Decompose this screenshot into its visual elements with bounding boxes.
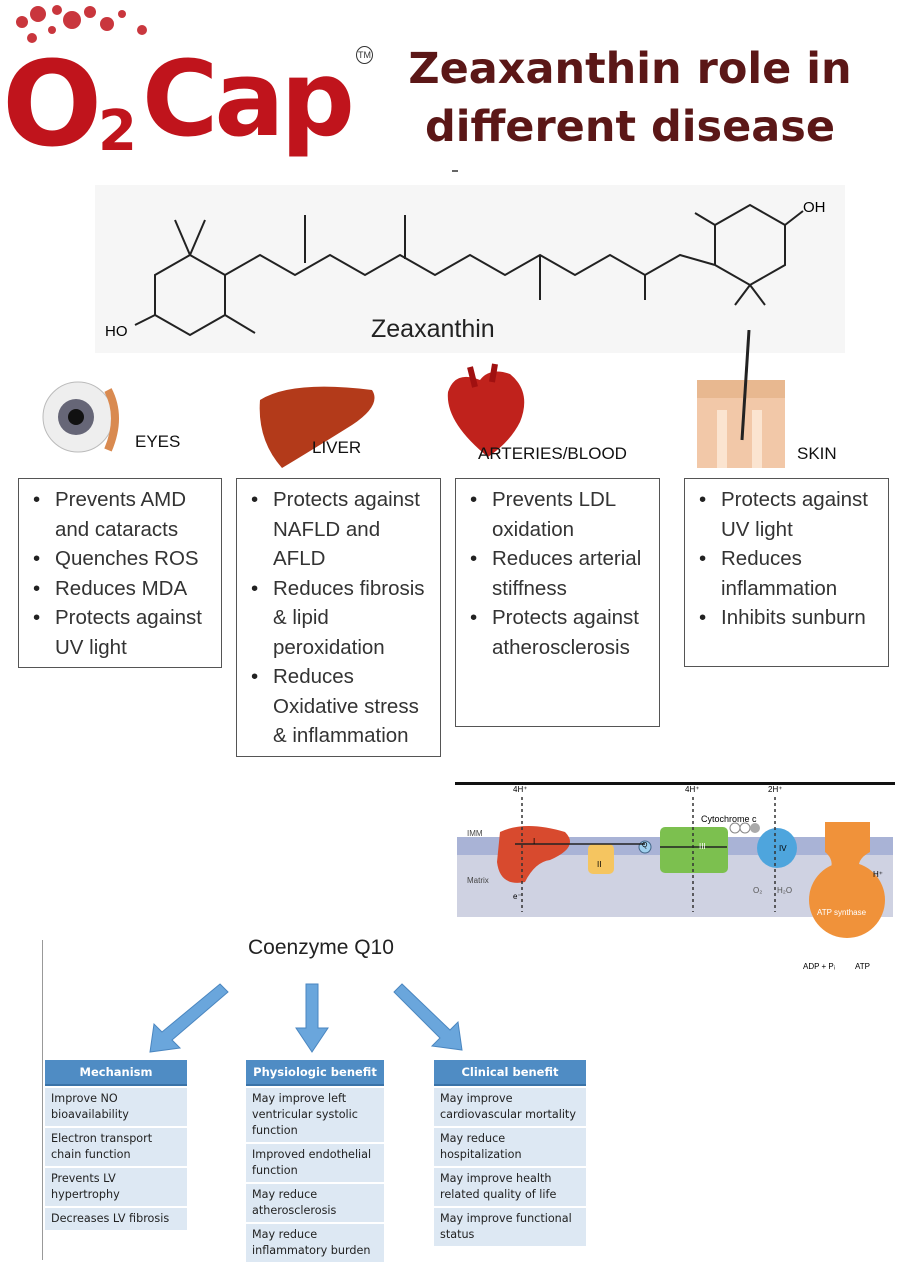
coenzyme-q-label: Q <box>642 842 648 849</box>
ho-group-label: HO <box>105 323 128 340</box>
o2-label: O₂ <box>753 886 763 895</box>
proton-label: 4H⁺ <box>513 785 528 794</box>
arrows-group <box>140 980 480 1060</box>
table-row: May improve left ventricular systolic fu… <box>246 1088 384 1142</box>
electron-label: e⁻ <box>513 892 522 901</box>
table-row: Improve NO bioavailability <box>45 1088 187 1126</box>
clinical-benefit-table: Clinical benefit May improve cardiovascu… <box>434 1060 586 1246</box>
benefit-item: Reduces Oxidative stress & inflammation <box>243 662 434 751</box>
table-row: Decreases LV fibrosis <box>45 1208 187 1230</box>
table-row: Prevents LV hypertrophy <box>45 1168 187 1206</box>
heart-icon <box>440 362 535 467</box>
table-row: May improve functional status <box>434 1208 586 1246</box>
arrow-down-left-icon <box>149 983 229 1053</box>
arrow-down-right-icon <box>393 983 463 1051</box>
benefit-item: Reduces MDA <box>25 574 215 604</box>
proton-label: 4H⁺ <box>685 785 700 794</box>
molecule-name: Zeaxanthin <box>371 315 495 343</box>
table-row: May reduce atherosclerosis <box>246 1184 384 1222</box>
h2o-label: H₂O <box>777 886 793 895</box>
title-line-1: Zeaxanthin role in <box>408 44 852 94</box>
h-plus-label: H⁺ <box>873 870 883 879</box>
complex-i-label: I <box>533 837 536 846</box>
left-border-line <box>42 940 43 1260</box>
mechanism-table: Mechanism Improve NO bioavailability Ele… <box>45 1060 187 1230</box>
benefit-item: Quenches ROS <box>25 544 215 574</box>
table-row: Improved endothelial function <box>246 1144 384 1182</box>
zeaxanthin-structure: HO OH Zeaxanthin <box>95 185 845 353</box>
table-row: May reduce inflammatory burden <box>246 1224 384 1262</box>
svg-text:O: O <box>2 35 97 160</box>
table-row: May reduce hospitalization <box>434 1128 586 1166</box>
physiologic-benefit-table: Physiologic benefit May improve left ven… <box>246 1060 384 1262</box>
svg-text:2: 2 <box>98 99 137 160</box>
table-row: May improve health related quality of li… <box>434 1168 586 1206</box>
o2cap-logo: O 2 Cap TM <box>2 0 377 173</box>
benefit-item: Reduces fibrosis & lipid peroxidation <box>243 574 434 663</box>
organ-label-liver: LIVER <box>312 438 362 457</box>
organ-label-eyes: EYES <box>135 432 181 451</box>
atp-synthase-label: ATP synthase <box>817 908 867 917</box>
complex-iv-label: IV <box>779 844 787 853</box>
skin-benefits-box: Protects against UV lightReduces inflamm… <box>684 478 889 667</box>
title-line-2: different disease <box>424 102 836 152</box>
complex-ii-label: II <box>597 860 602 869</box>
page-title: Zeaxanthin role in different disease <box>400 40 860 156</box>
organ-label-skin: SKIN <box>797 444 837 463</box>
divider-mark <box>452 170 458 172</box>
complex-iii-label: III <box>699 842 706 851</box>
trademark-symbol: TM <box>356 46 373 64</box>
table-header: Mechanism <box>45 1060 187 1086</box>
benefit-item: Prevents AMD and cataracts <box>25 485 215 544</box>
table-row: May improve cardiovascular mortality <box>434 1088 586 1126</box>
skin-icon <box>697 329 787 475</box>
benefit-item: Protects against UV light <box>25 603 215 662</box>
benefit-item: Reduces inflammation <box>691 544 882 603</box>
oh-group-label: OH <box>803 199 826 216</box>
arrow-down-icon <box>295 983 329 1053</box>
svg-text:Cap: Cap <box>142 38 351 160</box>
imm-label: IMM <box>467 829 483 838</box>
adp-label: ADP + Pᵢ <box>803 962 836 971</box>
table-row: Electron transport chain function <box>45 1128 187 1166</box>
organ-label-arteries-blood: ARTERIES/BLOOD <box>478 444 627 463</box>
proton-label: 2H⁺ <box>768 785 783 794</box>
liver-icon <box>252 380 382 475</box>
eye-icon <box>38 375 123 465</box>
matrix-label: Matrix <box>467 876 489 885</box>
benefit-item: Protects against NAFLD and AFLD <box>243 485 434 574</box>
cytochrome-c-label: Cytochrome c <box>701 814 757 824</box>
atp-label: ATP <box>855 962 870 971</box>
benefit-item: Prevents LDL oxidation <box>462 485 653 544</box>
benefit-item: Inhibits sunburn <box>691 603 882 633</box>
benefit-item: Protects against UV light <box>691 485 882 544</box>
arteries-benefits-box: Prevents LDL oxidationReduces arterial s… <box>455 478 660 727</box>
electron-transport-chain-diagram: 4H⁺ 4H⁺ 2H⁺ IMM Matrix e⁻ I II Q III IV … <box>455 782 895 977</box>
benefit-item: Reduces arterial stiffness <box>462 544 653 603</box>
table-header: Physiologic benefit <box>246 1060 384 1086</box>
liver-benefits-box: Protects against NAFLD and AFLDReduces f… <box>236 478 441 757</box>
table-header: Clinical benefit <box>434 1060 586 1086</box>
eyes-benefits-box: Prevents AMD and cataractsQuenches ROSRe… <box>18 478 222 668</box>
benefit-item: Protects against atherosclerosis <box>462 603 653 662</box>
coq10-title: Coenzyme Q10 <box>248 936 394 959</box>
